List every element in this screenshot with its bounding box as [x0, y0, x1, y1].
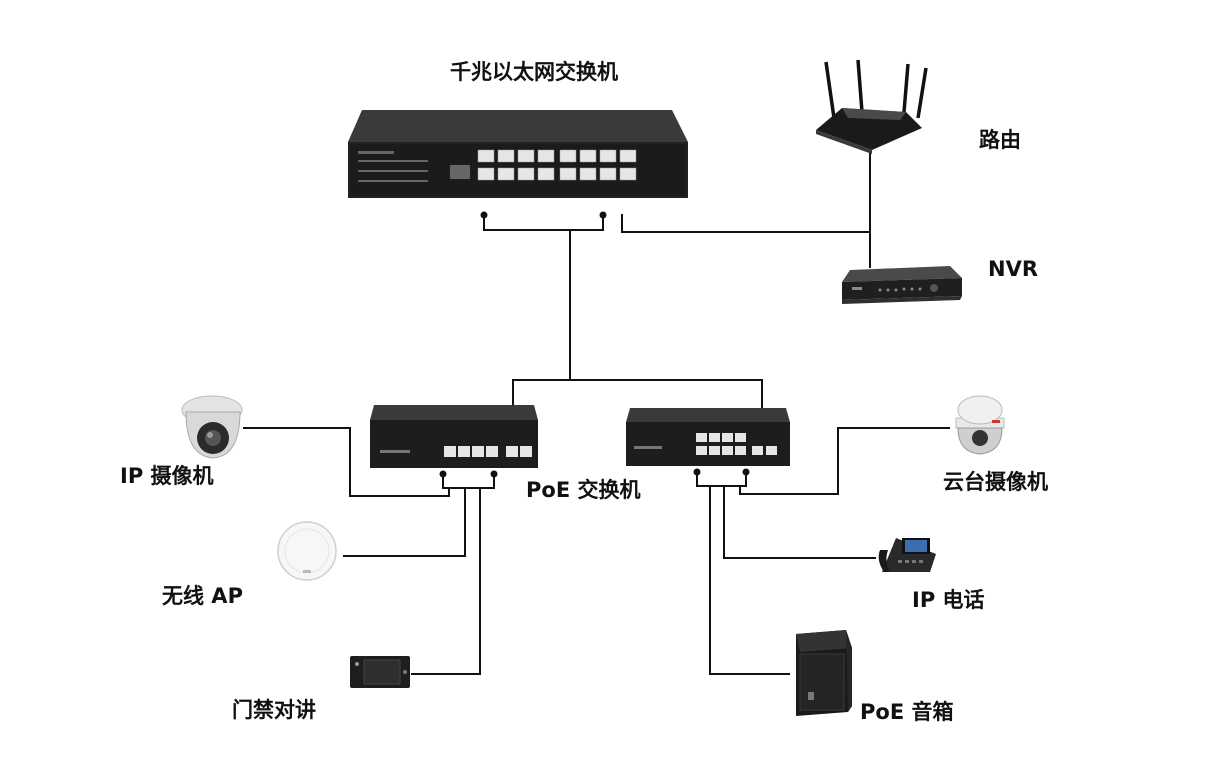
- link-wireless-ap: [343, 488, 466, 557]
- port-dot: [480, 211, 488, 219]
- ip-camera-label: IP 摄像机: [120, 464, 214, 488]
- link-switch-to-router: [621, 214, 870, 233]
- poe-switch-label: PoE 交换机: [526, 478, 641, 502]
- dome-camera-icon: [181, 395, 243, 459]
- door-intercom-icon: [350, 656, 410, 688]
- port-dot: [599, 211, 607, 219]
- port-dot: [693, 468, 701, 476]
- ip-phone-label: IP 电话: [912, 588, 985, 612]
- link-ip-camera: [243, 427, 450, 497]
- link-ip-phone: [723, 486, 876, 559]
- link-door-intercom: [411, 488, 481, 675]
- poe-switch-icon: [626, 408, 790, 466]
- door-intercom-label: 门禁对讲: [232, 698, 316, 722]
- link-right-bracket: [696, 472, 747, 487]
- poe-switch-icon: [370, 405, 538, 468]
- port-dot: [439, 470, 447, 478]
- ptz-camera-icon: [955, 395, 1005, 455]
- nvr-recorder-icon: [842, 266, 962, 304]
- port-dots: [439, 211, 750, 478]
- link-main-switch-bracket: [483, 215, 604, 231]
- poe-speaker-label: PoE 音箱: [860, 700, 954, 724]
- ptz-camera-label: 云台摄像机: [943, 470, 1048, 494]
- link-left-bracket: [442, 474, 495, 489]
- ip-phone-icon: [878, 538, 936, 572]
- wireless-ap-label: 无线 AP: [162, 584, 243, 608]
- connection-lines: [243, 150, 950, 675]
- link-poe-speaker: [709, 486, 790, 675]
- speaker-icon: [796, 630, 852, 716]
- router-label: 路由: [979, 128, 1021, 152]
- access-point-icon: [277, 521, 337, 581]
- link-ptz-camera: [739, 427, 950, 495]
- ethernet-switch-icon: [348, 110, 688, 198]
- link-poe-switches-bus: [512, 379, 763, 408]
- port-dot: [742, 468, 750, 476]
- nvr-label: NVR: [988, 257, 1038, 281]
- port-dot: [490, 470, 498, 478]
- wifi-router-icon: [816, 59, 928, 154]
- gigabit-switch-label: 千兆以太网交换机: [450, 60, 618, 84]
